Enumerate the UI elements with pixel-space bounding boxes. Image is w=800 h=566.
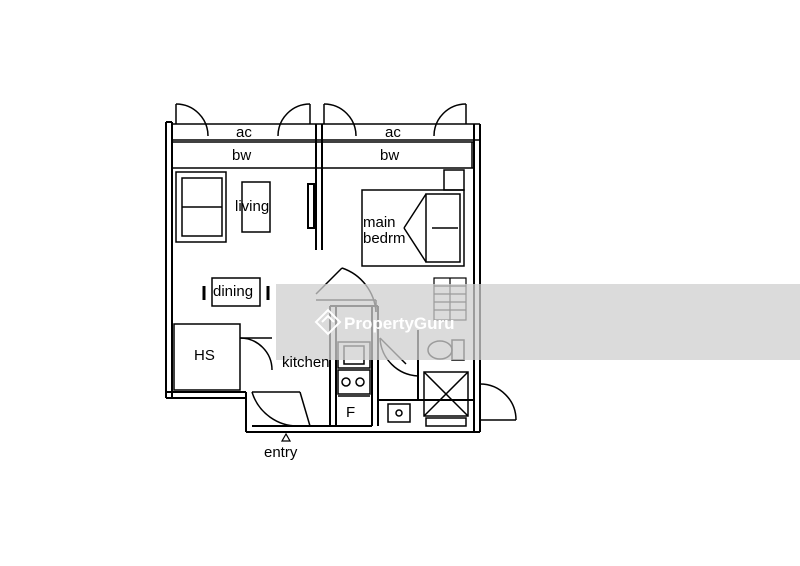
ac-ledge: [172, 103, 480, 141]
dining-table: [202, 277, 270, 307]
entry-door: [251, 391, 311, 427]
label-entry: entry: [264, 444, 298, 461]
coffee-table: [241, 181, 271, 233]
household-shelter: [173, 323, 273, 391]
label-main-bedrm-1: main: [363, 214, 396, 231]
bed: [361, 169, 465, 267]
label-ac-left: ac: [236, 124, 252, 141]
label-bw-left: bw: [232, 147, 251, 164]
label-bw-right: bw: [380, 147, 399, 164]
entry-arrow-icon: [280, 432, 292, 442]
label-dining: dining: [213, 283, 253, 300]
label-fridge: F: [346, 404, 355, 421]
watermark-brand: PropertyGuru: [344, 314, 455, 333]
sofa: [175, 171, 227, 243]
watermark-logo-icon: [314, 308, 342, 336]
label-ac-right: ac: [385, 124, 401, 141]
watermark-band: [276, 284, 800, 360]
service-door: [479, 383, 517, 421]
label-main-bedrm-2: bedrm: [363, 230, 406, 247]
label-kitchen: kitchen: [282, 354, 330, 371]
partition-wall: [307, 124, 323, 250]
label-living: living: [235, 198, 269, 215]
label-hs: HS: [194, 347, 215, 364]
